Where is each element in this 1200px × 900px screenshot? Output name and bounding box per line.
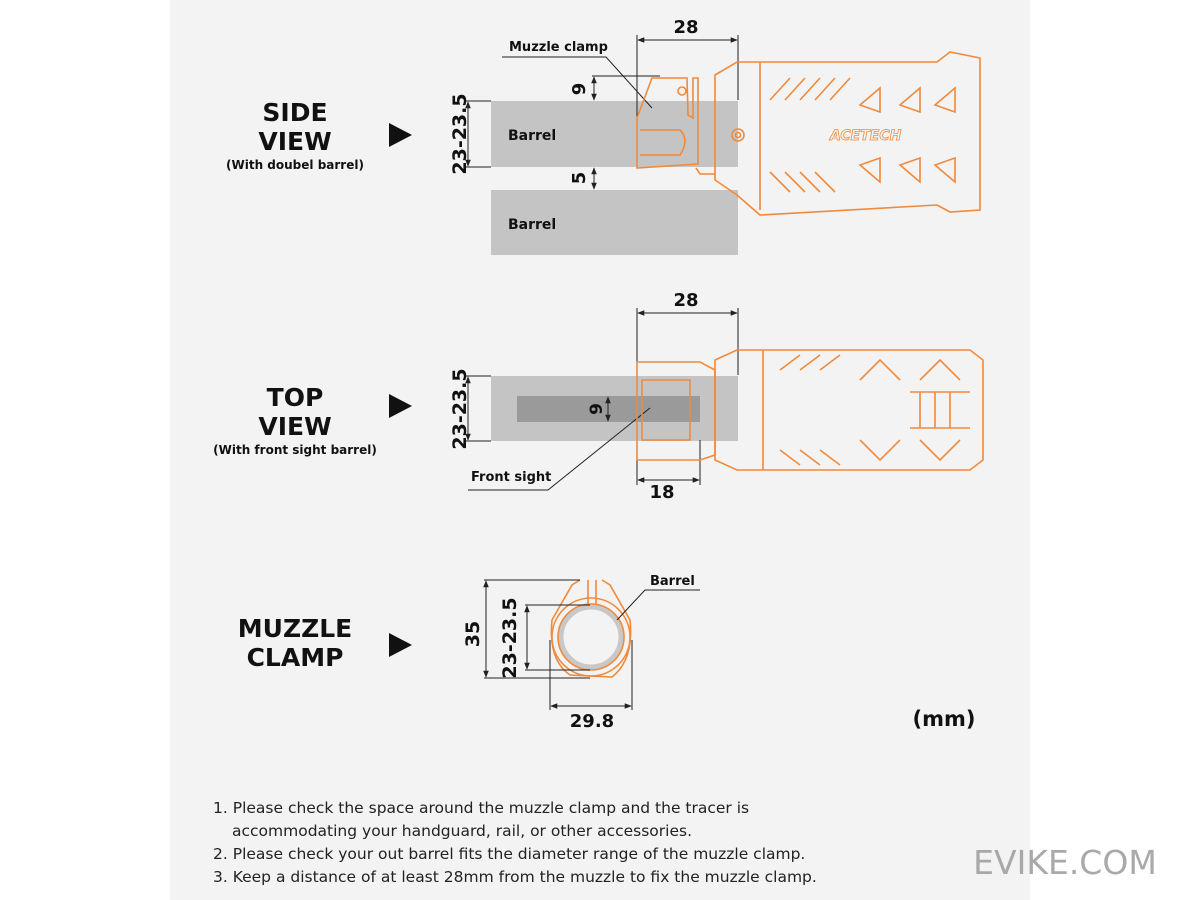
top-dim-sight: 9 xyxy=(587,403,607,415)
barrel-bottom-label: Barrel xyxy=(508,217,556,233)
side-view-title-2: VIEW xyxy=(258,127,331,156)
clamp-front-drawing xyxy=(550,579,632,678)
tracer-top-drawing xyxy=(636,349,984,471)
note-1-cont: accommodating your handguard, rail, or o… xyxy=(232,822,692,840)
evike-watermark: EVIKE.COM xyxy=(973,843,1157,882)
side-dim-top-gap: 9 xyxy=(569,83,590,96)
notes: 1. Please check the space around the muz… xyxy=(213,799,817,886)
top-dim-bottom: 18 xyxy=(649,482,674,503)
side-view-title-1: SIDE xyxy=(262,98,327,127)
side-view-section: SIDE VIEW (With doubel barrel) Barrel Ba… xyxy=(226,17,981,255)
units-label: (mm) xyxy=(913,707,976,731)
top-dim-height: 23-23.5 xyxy=(449,368,471,449)
clamp-dim-outer: 35 xyxy=(462,621,484,647)
note-3: 3. Keep a distance of at least 28mm from… xyxy=(213,868,817,886)
clamp-barrel-label: Barrel xyxy=(650,574,695,589)
side-dim-height: 23-23.5 xyxy=(449,93,471,174)
clamp-dim-inner: 23-23.5 xyxy=(499,597,521,678)
side-dim-width: 28 xyxy=(673,17,698,38)
barrel-bottom xyxy=(491,190,738,255)
barrel-top xyxy=(491,101,738,167)
clamp-dim-width: 29.8 xyxy=(570,711,614,732)
top-dim-width: 28 xyxy=(673,290,698,311)
tracer-side-drawing: ACETECH xyxy=(636,51,981,216)
muzzle-clamp-section: MUZZLE CLAMP 35 23-23.5 29.8 Barrel xyxy=(238,574,700,732)
top-view-title-2: VIEW xyxy=(258,412,331,441)
acetech-logo: ACETECH xyxy=(829,128,902,144)
note-1: 1. Please check the space around the muz… xyxy=(213,799,749,817)
top-view-section: TOP VIEW (With front sight barrel) 23-23… xyxy=(213,290,984,503)
clamp-title-1: MUZZLE xyxy=(238,614,352,643)
barrel-top-label: Barrel xyxy=(508,128,556,144)
top-view-title-1: TOP xyxy=(267,383,324,412)
clamp-title-2: CLAMP xyxy=(247,643,344,672)
arrow-right-icon xyxy=(389,123,412,147)
side-dim-barrel-gap: 5 xyxy=(569,172,590,185)
note-2: 2. Please check your out barrel fits the… xyxy=(213,845,805,863)
muzzle-clamp-label: Muzzle clamp xyxy=(509,40,608,55)
front-sight-label: Front sight xyxy=(471,470,551,485)
arrow-right-icon xyxy=(389,394,412,418)
side-view-subtitle: (With doubel barrel) xyxy=(226,158,364,172)
top-view-subtitle: (With front sight barrel) xyxy=(213,443,377,457)
arrow-right-icon xyxy=(389,633,412,657)
